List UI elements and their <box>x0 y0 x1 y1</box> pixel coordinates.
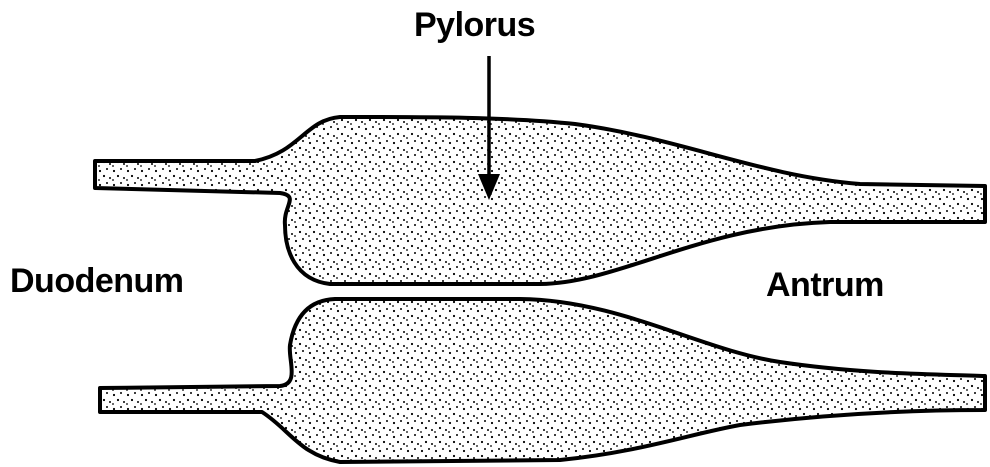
pylorus-label: Pylorus <box>414 6 535 45</box>
lower-wall <box>100 299 985 462</box>
upper-wall <box>95 117 985 284</box>
duodenum-label: Duodenum <box>10 262 184 301</box>
antrum-label: Antrum <box>766 266 884 305</box>
upper-wall-shape <box>95 117 985 284</box>
lower-wall-shape <box>100 299 985 462</box>
